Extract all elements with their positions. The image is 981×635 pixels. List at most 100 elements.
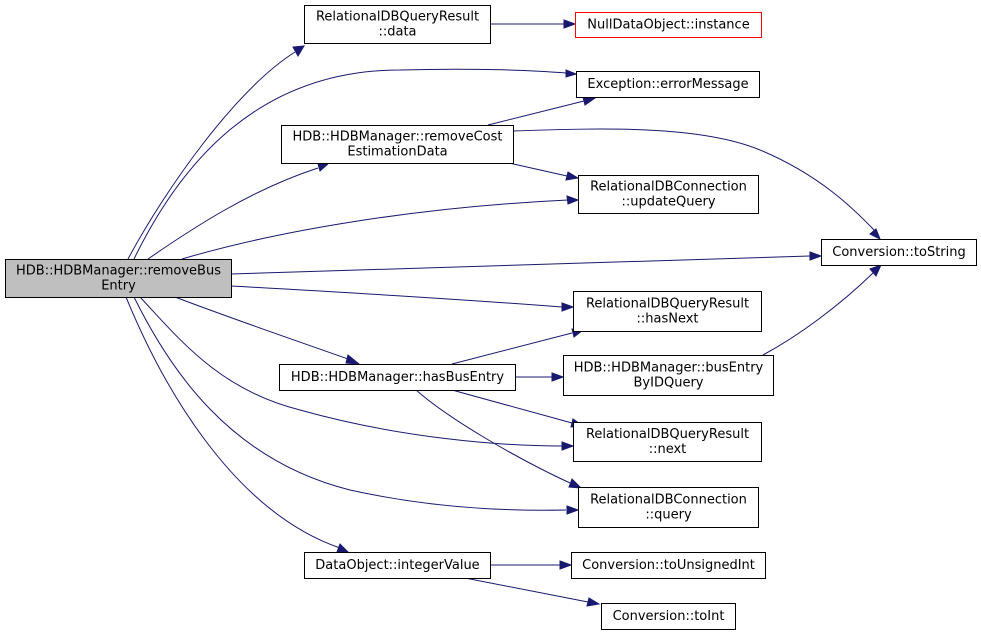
node-box (571, 552, 766, 579)
node-label: Entry (101, 279, 136, 294)
edge-line (230, 285, 563, 308)
edge-removeBusEntry-to-removeCostEstimationData (147, 162, 331, 260)
node-box (563, 355, 774, 396)
arrowhead (561, 302, 575, 312)
edge-hasBusEntry-to-busEntryByIDQuery (515, 372, 565, 382)
edge-removeCostEstimationData-to-updateQuery (508, 162, 580, 181)
edge-line (762, 272, 874, 356)
edge-busEntryByIDQuery-to-toString (762, 264, 882, 356)
arrowhead (566, 505, 580, 515)
edge-removeBusEntry-to-next (139, 296, 575, 451)
edge-removeCostEstimationData-to-toString (512, 128, 881, 241)
arrowhead (809, 251, 823, 261)
edge-line (174, 296, 349, 360)
node-box (601, 603, 736, 630)
edge-removeBusEntry-to-integerValue (125, 296, 350, 553)
arrowhead (869, 228, 881, 241)
node-box (578, 175, 759, 214)
edge-line (508, 162, 568, 177)
edge-line (127, 51, 296, 260)
edge-removeBusEntry-to-errorMessage (133, 68, 578, 260)
node-label: HDB::HDBManager::busEntry (574, 361, 764, 376)
arrowhead (565, 69, 578, 78)
node-label: HDB::HDBManager::removeBus (16, 264, 221, 279)
node-label: ::hasNext (636, 312, 698, 327)
arrowhead (559, 560, 573, 570)
edge-line (464, 577, 589, 603)
edge-line (512, 128, 876, 232)
edge-removeBusEntry-to-queryResultData (127, 45, 305, 260)
node-removeCostEstimationData[interactable]: HDB::HDBManager::removeCostEstimationDat… (281, 125, 514, 164)
edge-removeBusEntry-to-updateQuery (181, 195, 580, 260)
node-label: RelationalDBQueryResult (316, 10, 479, 25)
node-label: NullDataObject::instance (587, 18, 749, 33)
node-label: ::query (645, 508, 692, 523)
node-label: HDB::HDBManager::hasBusEntry (291, 370, 504, 385)
arrowhead (551, 372, 565, 382)
edge-removeCostEstimationData-to-errorMessage (487, 96, 597, 126)
edge-line (451, 389, 573, 424)
edge-integerValue-to-toUnsignedInt (490, 560, 573, 570)
node-query[interactable]: RelationalDBConnection::query (578, 487, 759, 528)
node-box (279, 364, 516, 391)
arrowhead (565, 171, 580, 181)
node-box (578, 487, 759, 528)
node-box (573, 291, 762, 332)
edge-integerValue-to-toInt (464, 577, 601, 607)
node-label: EstimationData (347, 145, 447, 160)
node-integerValue[interactable]: DataObject::integerValue (304, 552, 491, 579)
node-nullDataObjectInstance[interactable]: NullDataObject::instance (575, 12, 762, 38)
node-hasNext[interactable]: RelationalDBQueryResult::hasNext (573, 291, 762, 332)
node-toString[interactable]: Conversion::toString (821, 239, 977, 266)
node-box (281, 125, 514, 164)
node-toInt[interactable]: Conversion::toInt (601, 603, 736, 630)
edge-line (451, 332, 573, 365)
edge-line (415, 389, 571, 484)
node-label: Exception::errorMessage (587, 77, 748, 92)
node-label: ::next (649, 442, 687, 457)
edge-line (147, 167, 319, 260)
node-label: RelationalDBQueryResult (586, 297, 749, 312)
node-label: DataObject::integerValue (315, 558, 479, 573)
edge-line (133, 68, 567, 260)
edge-removeBusEntry-to-toString (230, 251, 823, 275)
edge-line (230, 255, 811, 275)
node-box (821, 239, 977, 266)
node-label: HDB::HDBManager::removeCost (293, 130, 503, 145)
edge-line (181, 199, 569, 260)
node-queryResultData[interactable]: RelationalDBQueryResult::data (304, 5, 491, 44)
node-box (573, 422, 762, 462)
node-errorMessage[interactable]: Exception::errorMessage (576, 71, 760, 98)
node-box (5, 259, 232, 298)
edge-removeBusEntry-to-query (133, 296, 580, 515)
edge-line (133, 296, 567, 511)
nodes-layer: HDB::HDBManager::removeBusEntryRelationa… (5, 5, 977, 630)
node-label: ::updateQuery (621, 195, 715, 210)
node-box (304, 552, 491, 579)
node-label: RelationalDBQueryResult (586, 427, 749, 442)
arrowhead (292, 45, 305, 57)
arrowhead (869, 264, 882, 277)
edge-line (487, 100, 585, 126)
node-box (304, 5, 491, 44)
arrowhead (336, 543, 350, 553)
node-label: ByIDQuery (634, 376, 704, 391)
node-updateQuery[interactable]: RelationalDBConnection::updateQuery (578, 175, 759, 214)
arrowhead (582, 96, 597, 106)
arrowhead (563, 19, 577, 29)
node-label: ::data (378, 25, 416, 40)
node-label: RelationalDBConnection (590, 493, 747, 508)
node-hasBusEntry[interactable]: HDB::HDBManager::hasBusEntry (279, 364, 516, 391)
edge-line (139, 296, 563, 447)
edge-hasBusEntry-to-query (415, 389, 583, 489)
arrowhead (317, 162, 331, 172)
edge-removeBusEntry-to-hasNext (230, 285, 575, 312)
node-next[interactable]: RelationalDBQueryResult::next (573, 422, 762, 462)
node-toUnsignedInt[interactable]: Conversion::toUnsignedInt (571, 552, 766, 579)
node-label: Conversion::toInt (613, 609, 725, 624)
edge-removeBusEntry-to-hasBusEntry (174, 296, 361, 365)
node-label: RelationalDBConnection (590, 180, 747, 195)
